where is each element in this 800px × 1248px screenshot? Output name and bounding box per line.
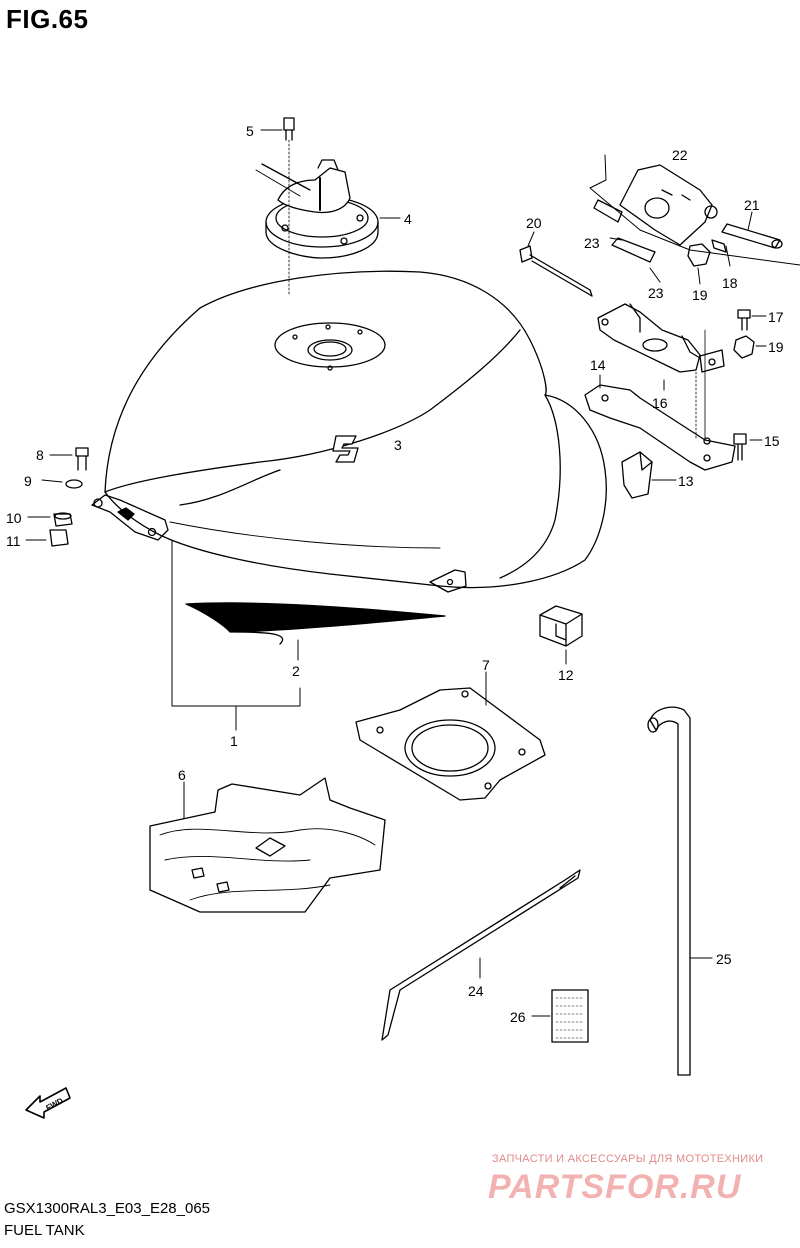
- callout-5: 5: [246, 123, 254, 139]
- callout-12: 12: [558, 667, 574, 683]
- warning-label: [531, 989, 589, 1043]
- heat-insulator: [149, 777, 386, 913]
- callout-19b: 19: [768, 339, 784, 355]
- hinge-bracket-assembly: [519, 154, 800, 297]
- figure-title: FIG.65: [6, 4, 89, 34]
- callout-4: 4: [404, 211, 412, 227]
- mounting-bracket: [584, 303, 767, 499]
- fuel-cap-assembly: [255, 117, 401, 296]
- callout-23a: 23: [584, 235, 600, 251]
- callout-labels: 1 2 3 4 5 6 7 8 9 10 11 12 13 14 15 16 1…: [6, 123, 784, 1025]
- callout-8: 8: [36, 447, 44, 463]
- callout-10: 10: [6, 510, 22, 526]
- callout-25: 25: [716, 951, 732, 967]
- fuel-tank-body: [91, 270, 607, 731]
- figure-caption: FUEL TANK: [4, 1222, 85, 1239]
- callout-24: 24: [468, 983, 484, 999]
- callout-11: 11: [6, 533, 21, 549]
- callout-6: 6: [178, 767, 186, 783]
- watermark-tagline: ЗАПЧАСТИ И АКСЕССУАРЫ ДЛЯ МОТОТЕХНИКИ: [492, 1153, 764, 1165]
- callout-21: 21: [744, 197, 760, 213]
- callout-13: 13: [678, 473, 694, 489]
- tank-decal: [185, 602, 446, 661]
- callout-20: 20: [526, 215, 542, 231]
- support-rod: [381, 869, 581, 1041]
- callout-22: 22: [672, 147, 688, 163]
- forward-direction-icon: FWD: [25, 1087, 71, 1119]
- filler-gasket: [355, 671, 546, 801]
- model-code: GSX1300RAL3_E03_E28_065: [4, 1200, 211, 1217]
- callout-14: 14: [590, 357, 606, 373]
- callout-3: 3: [394, 437, 402, 453]
- watermark-logo: PARTSFOR.RU: [488, 1168, 742, 1206]
- callout-19a: 19: [692, 287, 708, 303]
- rubber-block: [539, 605, 583, 665]
- callout-17: 17: [768, 309, 784, 325]
- breather-hose: [647, 706, 713, 1076]
- callout-26: 26: [510, 1009, 526, 1025]
- callout-16: 16: [652, 395, 668, 411]
- callout-23b: 23: [648, 285, 664, 301]
- callout-7: 7: [482, 657, 490, 673]
- front-mount-hardware: [25, 447, 89, 547]
- callout-18: 18: [722, 275, 738, 291]
- callout-15: 15: [764, 433, 780, 449]
- callout-9: 9: [24, 473, 32, 489]
- callout-2: 2: [292, 663, 300, 679]
- callout-1: 1: [230, 733, 238, 749]
